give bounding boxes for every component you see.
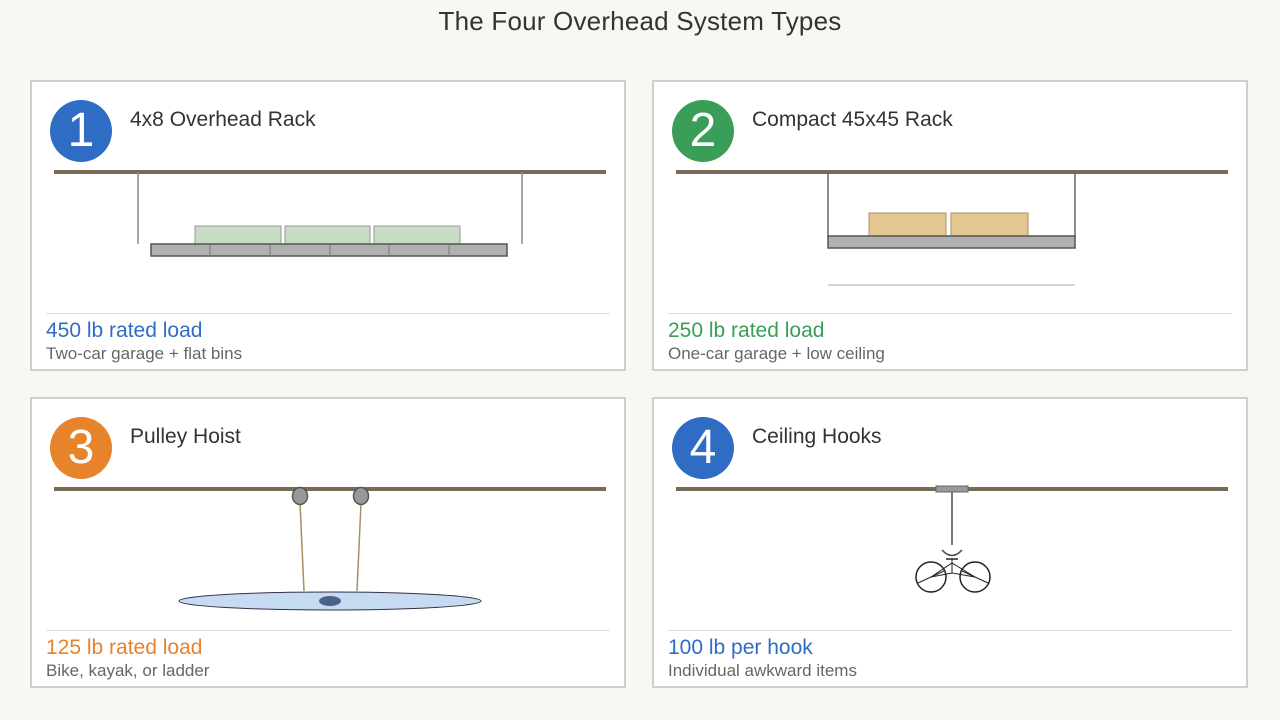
use-case: Two-car garage + flat bins <box>46 344 243 363</box>
divider <box>46 313 610 314</box>
storage-bin <box>194 225 282 245</box>
card-compact-rack: 2 Compact 45x45 Rack 250 lb rated load O… <box>652 80 1248 371</box>
pulley-hoist-icon <box>54 486 606 611</box>
number-badge: 3 <box>50 417 112 479</box>
use-case: Individual awkward items <box>668 661 857 680</box>
divider <box>668 313 1232 314</box>
storage-bin <box>284 225 371 245</box>
shelf-segments <box>209 244 450 256</box>
card-title: Pulley Hoist <box>130 425 241 448</box>
card-overhead-rack: 1 4x8 Overhead Rack 450 lb rated load Tw… <box>30 80 626 371</box>
card-title: Compact 45x45 Rack <box>752 108 953 131</box>
use-case: One-car garage + low ceiling <box>668 344 885 363</box>
card-title: Ceiling Hooks <box>752 425 882 448</box>
ceiling-hook-icon <box>676 485 1228 593</box>
card-title: 4x8 Overhead Rack <box>130 108 316 131</box>
load-rating: 100 lb per hook <box>668 636 813 659</box>
rack-shelf <box>827 235 1076 249</box>
use-case: Bike, kayak, or ladder <box>46 661 210 680</box>
number-badge: 1 <box>50 100 112 162</box>
divider <box>668 630 1232 631</box>
wide-rack-icon <box>54 170 606 257</box>
number-badge: 4 <box>672 417 734 479</box>
divider <box>46 630 610 631</box>
page-title: The Four Overhead System Types <box>438 6 842 36</box>
bicycle-icon <box>915 558 991 593</box>
rack-shelf <box>150 243 508 257</box>
kayak-cockpit <box>319 596 341 606</box>
hook-mount <box>935 485 969 493</box>
pulley-rope <box>356 502 362 592</box>
card-pulley-hoist: 3 Pulley Hoist 125 lb rated load Bike, k… <box>30 397 626 688</box>
pulley-wheel <box>291 486 309 506</box>
storage-bin <box>373 225 461 245</box>
number-badge: 2 <box>672 100 734 162</box>
card-ceiling-hooks: 4 Ceiling Hooks 100 lb per hook Individu… <box>652 397 1248 688</box>
storage-bin <box>868 212 947 237</box>
load-rating: 250 lb rated load <box>668 319 825 342</box>
load-rating: 450 lb rated load <box>46 319 203 342</box>
hook-icon <box>941 549 963 557</box>
pulley-rope <box>299 502 305 592</box>
pulley-wheel <box>352 486 370 506</box>
storage-bin <box>950 212 1029 237</box>
compact-rack-icon <box>676 170 1228 286</box>
load-rating: 125 lb rated load <box>46 636 203 659</box>
